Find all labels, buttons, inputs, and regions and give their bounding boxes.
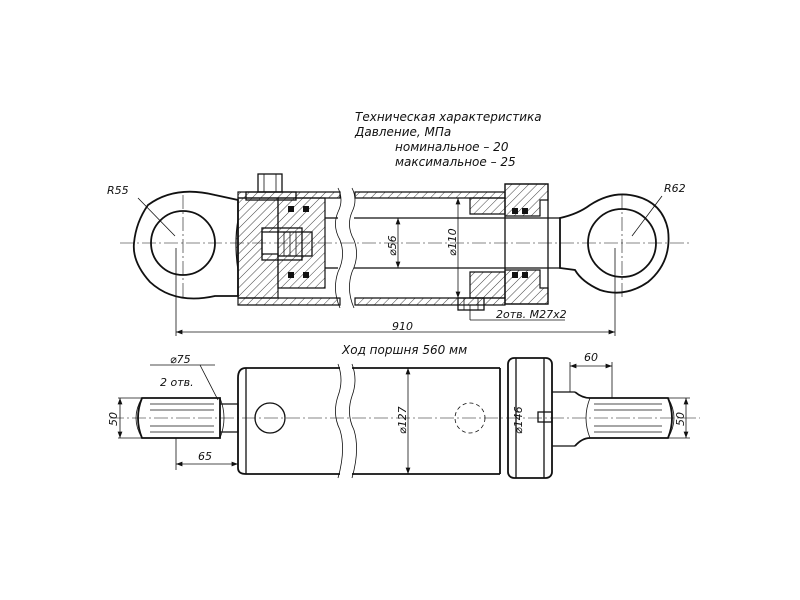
bore-diameter-label: ⌀110 bbox=[446, 228, 459, 256]
bottom-exterior-view bbox=[110, 357, 700, 479]
stroke-label: Ход поршня 560 мм bbox=[341, 343, 467, 357]
right-eye-outline bbox=[559, 193, 670, 294]
break-line-right bbox=[349, 187, 357, 309]
left-length-label: 65 bbox=[198, 450, 212, 463]
r-right-label: R62 bbox=[664, 182, 686, 195]
spec-maximum: максимальное – 25 bbox=[395, 155, 516, 169]
right-length-label: 60 bbox=[584, 351, 598, 364]
r-left-label: R55 bbox=[107, 184, 129, 197]
front-port-hidden bbox=[454, 402, 486, 434]
length-label: 910 bbox=[392, 320, 413, 333]
r-left-leader bbox=[137, 197, 176, 237]
spec-title: Техническая характеристика bbox=[355, 110, 542, 124]
right-hub bbox=[574, 391, 675, 447]
rear-port-circle bbox=[254, 402, 286, 434]
rear-port-boss bbox=[257, 173, 283, 193]
right-eye bbox=[559, 193, 670, 300]
break-line-left bbox=[335, 187, 343, 309]
rear-cap-section bbox=[235, 197, 279, 299]
tube-left-outline bbox=[237, 367, 340, 475]
gland-diameter-label: ⌀146 bbox=[512, 406, 525, 434]
holes-label: 2 отв. bbox=[160, 376, 194, 389]
rod-diameter-label: ⌀56 bbox=[386, 235, 399, 256]
tube-diameter-label: ⌀127 bbox=[396, 406, 409, 434]
pin-diameter-label: ⌀75 bbox=[170, 353, 191, 366]
piston-nut bbox=[261, 227, 303, 261]
left-hub bbox=[135, 397, 239, 439]
left-eye-outline bbox=[132, 190, 239, 300]
right-width-label: 50 bbox=[674, 412, 687, 426]
top-section-view bbox=[120, 173, 690, 336]
gland-section bbox=[457, 183, 549, 320]
left-width-label: 50 bbox=[107, 412, 120, 426]
ports-label: 2отв. M27x2 bbox=[496, 308, 567, 321]
spec-pressure: Давление, МПа bbox=[354, 125, 451, 139]
r-right-leader bbox=[631, 195, 663, 237]
front-port-boss bbox=[457, 297, 485, 311]
spec-nominal: номинальное – 20 bbox=[395, 140, 509, 154]
left-eye bbox=[132, 190, 239, 300]
